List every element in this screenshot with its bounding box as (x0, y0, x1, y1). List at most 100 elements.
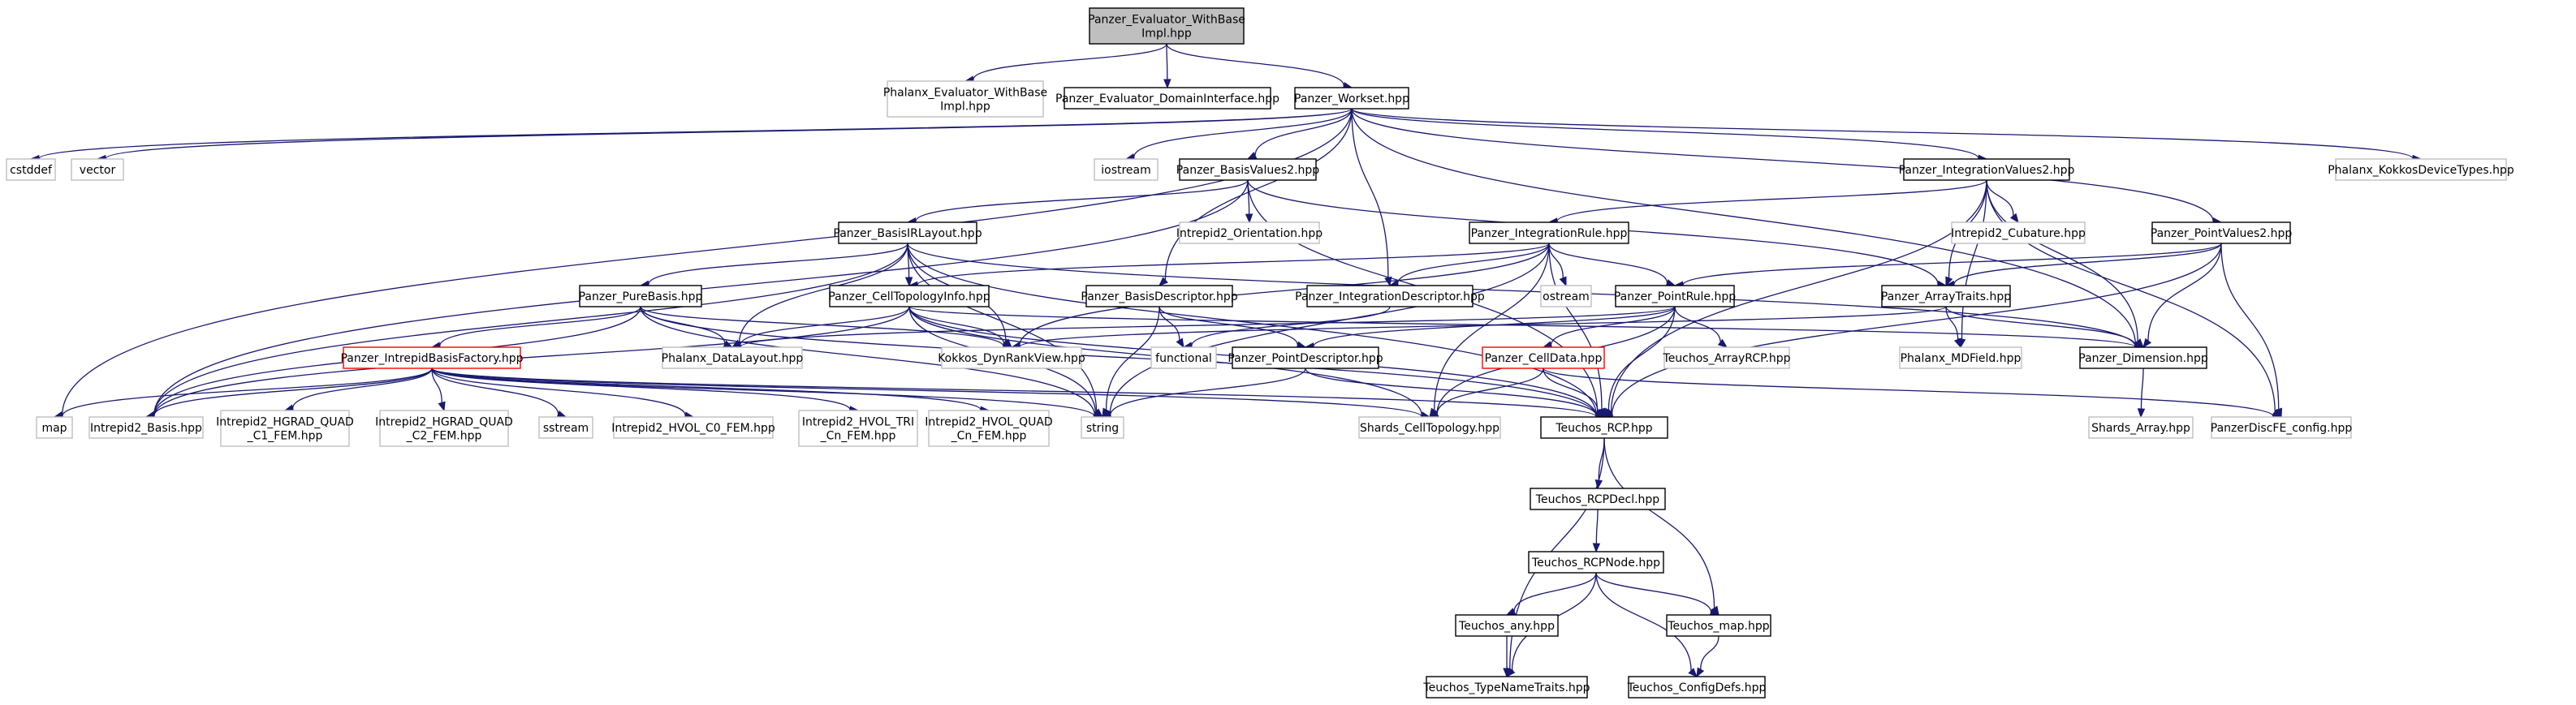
node-label: _Cn_FEM.hpp (951, 430, 1027, 443)
node-label: string (1086, 422, 1119, 435)
node-label: Panzer_BasisIRLayout.hpp (833, 227, 982, 240)
node-label: Intrepid2_HVOL_C0_FEM.hpp (611, 422, 775, 435)
edge-basisirlayout-to-purebasis (639, 243, 908, 289)
node-purebasis[interactable]: Panzer_PureBasis.hpp (579, 285, 703, 307)
node-hgrad-c1: Intrepid2_HGRAD_QUAD_C1_FEM.hpp (216, 410, 354, 447)
node-basisdesc[interactable]: Panzer_BasisDescriptor.hpp (1081, 285, 1238, 307)
node-ostream: ostream (1540, 285, 1592, 307)
node-rcp[interactable]: Teuchos_RCP.hpp (1540, 416, 1668, 439)
edge-workset-to-kokkosdevtypes (1351, 108, 2423, 163)
edge-any-to-typenametraits (1503, 635, 1511, 678)
node-rcpdecl[interactable]: Teuchos_RCPDecl.hpp (1530, 488, 1666, 510)
node-label: Shards_CellTopology.hpp (1360, 422, 1499, 435)
node-shards-topo: Shards_CellTopology.hpp (1358, 416, 1501, 439)
edge-tmap-to-configdefs (1696, 635, 1719, 678)
node-label: Panzer_Workset.hpp (1294, 92, 1409, 105)
node-celldata[interactable]: Panzer_CellData.hpp (1482, 346, 1605, 369)
node-celltopo[interactable]: Panzer_CellTopologyInfo.hpp (828, 285, 990, 307)
edge-basisdesc-to-string (1102, 306, 1160, 419)
edge-introle-to-pointrule (1548, 243, 1676, 287)
node-hvol-c0: Intrepid2_HVOL_C0_FEM.hpp (611, 416, 775, 439)
edge-main-to-phal_eval (964, 43, 1167, 84)
edge-introle-to-ostream (1548, 243, 1567, 287)
node-sstream: sstream (538, 416, 593, 439)
node-label: Panzer_Evaluator_DomainInterface.hpp (1055, 92, 1279, 105)
node-configdefs[interactable]: Teuchos_ConfigDefs.hpp (1627, 676, 1767, 699)
node-label: Panzer_IntegrationDescriptor.hpp (1295, 290, 1485, 303)
node-intvalues2[interactable]: Panzer_IntegrationValues2.hpp (1899, 158, 2075, 181)
node-rcpnode[interactable]: Teuchos_RCPNode.hpp (1528, 551, 1664, 574)
node-label: functional (1155, 352, 1212, 365)
node-label: ostream (1543, 290, 1590, 303)
edge-pointdesc-to-rcp (1305, 368, 1606, 419)
edge-celldata-to-discfe (1543, 368, 2283, 421)
node-label: Panzer_PointRule.hpp (1614, 290, 1736, 303)
node-dimension[interactable]: Panzer_Dimension.hpp (2078, 346, 2208, 369)
edge-arraytraits-to-dimension (1945, 306, 2145, 350)
node-pointrule[interactable]: Panzer_PointRule.hpp (1614, 285, 1736, 307)
node-label: Teuchos_TypeNameTraits.hpp (1422, 681, 1590, 694)
node-string: string (1081, 416, 1124, 439)
node-vector: vector (71, 158, 124, 181)
node-hvol-quad: Intrepid2_HVOL_QUAD_Cn_FEM.hpp (925, 410, 1053, 447)
edge-main-to-domif (1163, 43, 1171, 89)
node-label: Intrepid2_Basis.hpp (90, 422, 202, 435)
node-label: Panzer_PureBasis.hpp (579, 290, 703, 303)
node-label: Panzer_IntegrationValues2.hpp (1899, 164, 2075, 177)
node-basisvalues2[interactable]: Panzer_BasisValues2.hpp (1176, 158, 1320, 181)
node-label: Kokkos_DynRankView.hpp (938, 352, 1085, 365)
node-pointdesc[interactable]: Panzer_PointDescriptor.hpp (1228, 346, 1383, 369)
node-label: Teuchos_ConfigDefs.hpp (1627, 681, 1767, 694)
node-label: sstream (543, 422, 589, 435)
edge-basisdesc-to-functional (1159, 306, 1184, 349)
node-introle[interactable]: Panzer_IntegrationRule.hpp (1469, 221, 1629, 244)
node-discfe: PanzerDiscFE_config.hpp (2211, 416, 2353, 439)
node-arraytraits[interactable]: Panzer_ArrayTraits.hpp (1881, 285, 2011, 307)
edge-pointvalues2-to-discfe (2220, 243, 2283, 419)
node-hgrad-c2: Intrepid2_HGRAD_QUAD_C2_FEM.hpp (375, 410, 513, 447)
node-label: Panzer_Evaluator_WithBase (1088, 14, 1245, 27)
node-label: Panzer_BasisDescriptor.hpp (1081, 290, 1237, 303)
node-domif[interactable]: Panzer_Evaluator_DomainInterface.hpp (1055, 87, 1279, 110)
node-intrepid-basis: Intrepid2_Basis.hpp (88, 416, 204, 439)
node-label: Teuchos_RCPDecl.hpp (1535, 493, 1660, 506)
node-label: Teuchos_RCP.hpp (1555, 422, 1652, 435)
node-label: Teuchos_any.hpp (1458, 620, 1555, 633)
node-label: Intrepid2_HVOL_QUAD (925, 416, 1052, 429)
node-label: Panzer_CellData.hpp (1485, 352, 1603, 365)
node-label: Panzer_PointDescriptor.hpp (1228, 352, 1383, 365)
node-workset[interactable]: Panzer_Workset.hpp (1294, 87, 1409, 110)
node-any[interactable]: Teuchos_any.hpp (1455, 614, 1559, 637)
node-label: Phalanx_MDField.hpp (1901, 352, 2022, 365)
node-label: Intrepid2_HGRAD_QUAD (216, 416, 354, 429)
node-basisirlayout[interactable]: Panzer_BasisIRLayout.hpp (833, 221, 982, 244)
edge-arraytraits-to-mdfield (1945, 306, 1961, 349)
node-pointvalues2[interactable]: Panzer_PointValues2.hpp (2151, 221, 2293, 244)
edge-intvalues2-to-intrepid_cub (1986, 179, 2019, 224)
node-kokkos-dyn: Kokkos_DynRankView.hpp (938, 346, 1085, 369)
node-label: Panzer_PointValues2.hpp (2151, 227, 2293, 240)
node-label: cstddef (10, 164, 53, 177)
edge-pointvalues2-to-rcp (1603, 243, 2222, 419)
edge-rcp-to-tmap (1603, 437, 1719, 617)
node-label: Intrepid2_Orientation.hpp (1176, 227, 1323, 240)
node-label: Phalanx_Evaluator_WithBase (883, 87, 1047, 100)
node-label: PanzerDiscFE_config.hpp (2211, 422, 2353, 435)
node-label: map (41, 422, 67, 435)
node-label: Panzer_BasisValues2.hpp (1176, 164, 1320, 177)
node-tmap[interactable]: Teuchos_map.hpp (1666, 614, 1771, 637)
edge-factory-to-hgrad_c2 (431, 368, 446, 412)
node-label: _C2_FEM.hpp (406, 430, 482, 443)
node-typenametraits[interactable]: Teuchos_TypeNameTraits.hpp (1422, 676, 1590, 699)
edge-rcpdecl-to-rcpnode (1592, 509, 1601, 553)
edge-workset-to-map (53, 108, 1353, 419)
node-label: Panzer_Dimension.hpp (2078, 352, 2208, 365)
node-label: Shards_Array.hpp (2091, 422, 2190, 435)
node-iostream: iostream (1094, 158, 1159, 181)
node-hvol-tri: Intrepid2_HVOL_TRI_Cn_FEM.hpp (798, 410, 918, 447)
node-intdesc[interactable]: Panzer_IntegrationDescriptor.hpp (1295, 285, 1485, 307)
node-factory[interactable]: Panzer_IntrepidBasisFactory.hpp (340, 346, 524, 369)
node-mdfield: Phalanx_MDField.hpp (1899, 346, 2022, 369)
